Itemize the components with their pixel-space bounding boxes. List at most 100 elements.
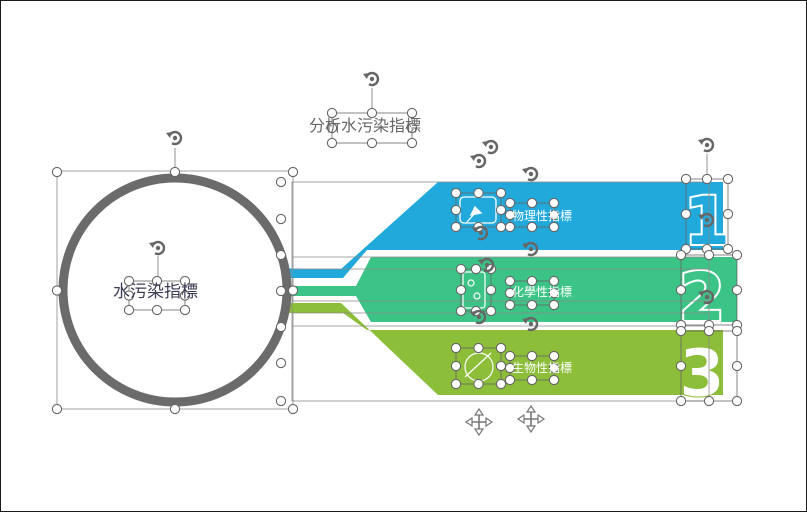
band-3-label[interactable]: 生物性指標 [512,361,573,375]
resize-handle[interactable] [504,350,516,362]
resize-handle[interactable] [548,287,560,299]
resize-handle[interactable] [495,204,507,216]
resize-handle[interactable] [703,395,715,407]
resize-handle[interactable] [526,275,538,287]
resize-handle[interactable] [548,209,560,221]
resize-handle[interactable] [366,137,378,149]
resize-handle[interactable] [450,204,462,216]
resize-handle[interactable] [51,166,63,178]
resize-handle[interactable] [179,275,191,287]
resize-handle[interactable] [548,275,560,287]
resize-handle[interactable] [455,305,467,317]
resize-handle[interactable] [275,357,287,369]
resize-handle[interactable] [675,325,687,337]
resize-handle[interactable] [326,137,338,149]
resize-handle[interactable] [504,287,516,299]
resize-handle[interactable] [275,321,287,333]
resize-handle[interactable] [675,284,687,296]
resize-handle[interactable] [526,197,538,209]
resize-handle[interactable] [731,325,743,337]
resize-handle[interactable] [326,122,338,134]
ring-shape[interactable] [58,173,292,407]
resize-handle[interactable] [406,137,418,149]
resize-handle[interactable] [169,166,181,178]
resize-handle[interactable] [473,378,484,390]
resize-handle[interactable] [731,284,743,296]
resize-handle[interactable] [179,290,191,301]
resize-handle[interactable] [151,304,163,316]
resize-handle[interactable] [548,362,560,374]
resize-handle[interactable] [495,187,507,199]
resize-handle[interactable] [473,187,484,199]
resize-handle[interactable] [473,342,484,354]
resize-handle[interactable] [548,221,560,233]
resize-handle[interactable] [504,197,516,209]
rotate-handle-icon[interactable] [361,71,380,87]
resize-handle[interactable] [123,304,135,316]
rotate-handle-icon[interactable] [147,240,166,256]
resize-handle[interactable] [548,350,560,362]
resize-handle[interactable] [485,305,497,317]
resize-handle[interactable] [722,173,734,185]
resize-handle[interactable] [287,166,299,178]
resize-handle[interactable] [722,243,734,255]
resize-handle[interactable] [504,275,516,287]
resize-handle[interactable] [504,221,516,233]
resize-handle[interactable] [548,299,560,311]
rotate-handle-icon[interactable] [520,166,539,182]
resize-handle[interactable] [675,249,687,261]
resize-handle[interactable] [703,325,715,337]
resize-handle[interactable] [485,284,497,296]
resize-handle[interactable] [455,263,467,275]
resize-handle[interactable] [179,304,191,316]
resize-handle[interactable] [701,173,713,185]
resize-handle[interactable] [731,249,743,261]
resize-handle[interactable] [450,187,462,199]
resize-handle[interactable] [675,395,687,407]
resize-handle[interactable] [495,378,507,390]
resize-handle[interactable] [495,221,507,233]
resize-handle[interactable] [680,208,692,220]
resize-handle[interactable] [680,173,692,185]
band-1-label[interactable]: 物理性指標 [512,209,573,223]
slide-title[interactable]: 分析水污染指標 [309,116,422,135]
resize-handle[interactable] [275,395,287,407]
resize-handle[interactable] [526,350,538,362]
resize-handle[interactable] [722,208,734,220]
resize-handle[interactable] [406,122,418,134]
resize-handle[interactable] [675,360,687,372]
resize-handle[interactable] [526,299,538,311]
resize-handle[interactable] [123,290,135,301]
resize-handle[interactable] [548,374,560,386]
rotate-handle-icon[interactable] [696,137,715,153]
resize-handle[interactable] [455,284,467,296]
resize-handle[interactable] [287,403,299,415]
resize-handle[interactable] [548,197,560,209]
resize-handle[interactable] [406,107,418,119]
resize-handle[interactable] [450,221,462,233]
resize-handle[interactable] [51,285,63,296]
rotate-handle-icon[interactable] [164,130,183,146]
rotate-handle-icon[interactable] [480,139,499,155]
resize-handle[interactable] [275,213,287,225]
resize-handle[interactable] [526,221,538,233]
resize-handle[interactable] [151,275,163,287]
resize-handle[interactable] [326,107,338,119]
resize-handle[interactable] [366,107,378,119]
resize-handle[interactable] [504,299,516,311]
resize-handle[interactable] [504,209,516,221]
resize-handle[interactable] [495,360,507,372]
resize-handle[interactable] [731,395,743,407]
selection-handles[interactable] [51,107,743,415]
resize-handle[interactable] [504,374,516,386]
rotate-handle-icon[interactable] [468,153,487,169]
resize-handle[interactable] [526,374,538,386]
resize-handle[interactable] [275,285,287,297]
band-2-label[interactable]: 化學性指標 [512,285,573,299]
resize-handle[interactable] [275,249,287,261]
circle-label[interactable]: 水污染指標 [113,282,198,302]
resize-handle[interactable] [275,176,287,188]
resize-handle[interactable] [287,285,299,296]
resize-handle[interactable] [731,360,743,372]
